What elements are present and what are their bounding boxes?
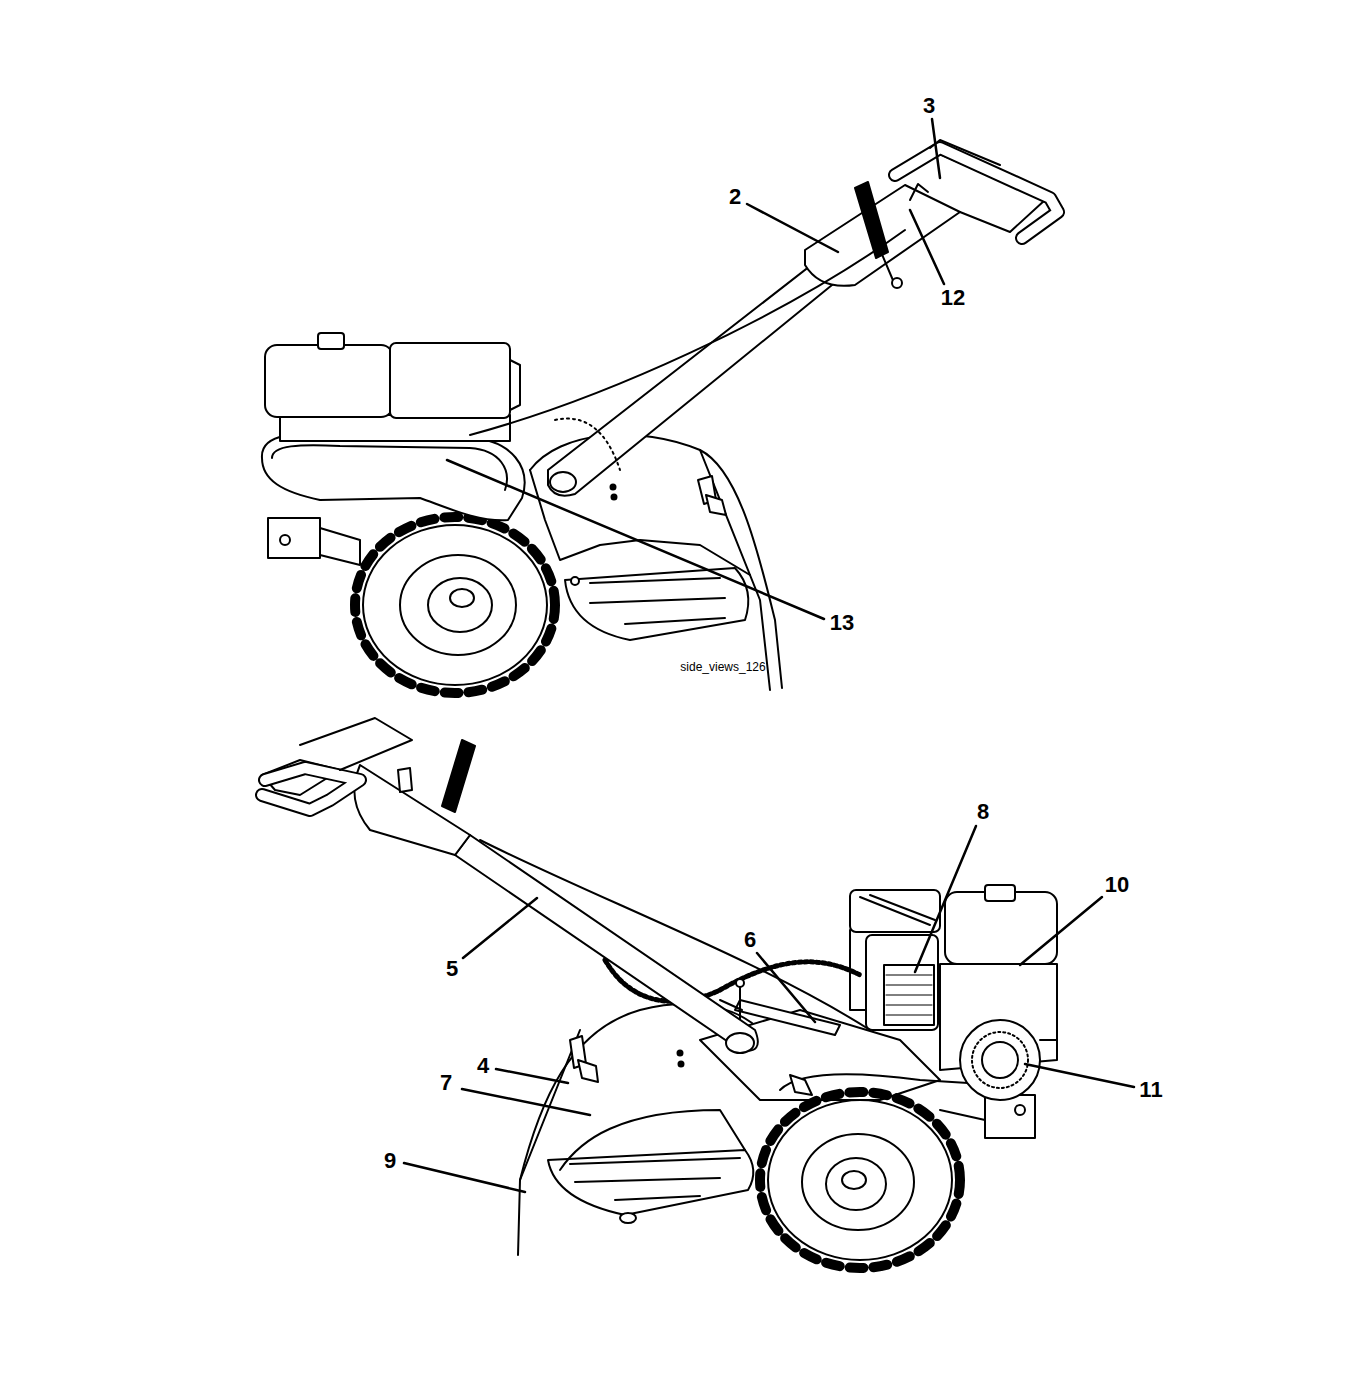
callout-number: 9 [384, 1150, 396, 1172]
drawing-id: side_views_126 [680, 661, 765, 673]
callout-number: 2 [729, 186, 741, 208]
callout-number: 7 [440, 1072, 452, 1094]
leader-lines [404, 119, 1134, 1192]
callout-number: 3 [923, 95, 935, 117]
callout-number: 11 [1139, 1079, 1162, 1101]
callout-number: 13 [830, 612, 854, 634]
callout-number: 10 [1105, 874, 1129, 896]
callout-number: 6 [744, 929, 756, 951]
callout-number: 4 [477, 1055, 489, 1077]
bottom-tiller [262, 718, 1057, 1268]
callout-number: 12 [941, 287, 965, 309]
callout-number: 5 [446, 958, 458, 980]
top-tiller [262, 140, 1058, 693]
callout-number: 8 [977, 801, 989, 823]
